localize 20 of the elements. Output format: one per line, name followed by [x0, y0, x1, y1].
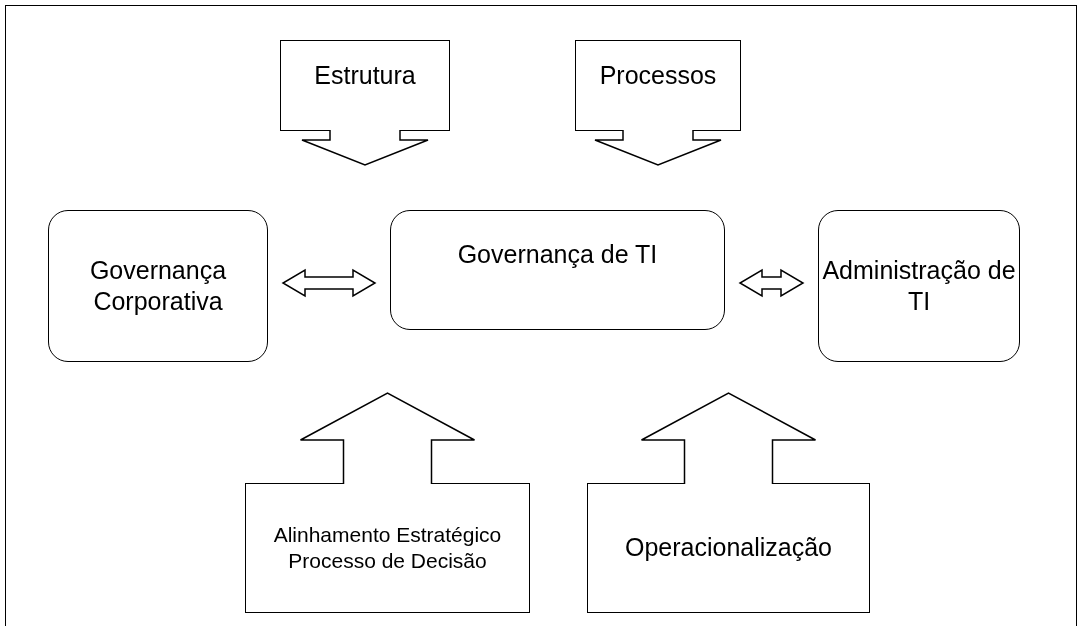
node-label: Administração de TI [821, 254, 1017, 317]
node-label: Governança Corporativa [88, 254, 228, 317]
callout-box [575, 40, 741, 131]
node-label: Operacionalização [624, 532, 833, 564]
block-arrow [301, 129, 429, 166]
rounded-box [818, 210, 1020, 362]
callout-box [587, 483, 870, 613]
block-arrow [738, 268, 805, 298]
rounded-box [48, 210, 268, 362]
callout-box [245, 483, 530, 613]
node-label: Processos [599, 59, 717, 91]
node-label: Alinhamento Estratégico Processo de Decisão [272, 521, 503, 574]
block-arrow [640, 392, 817, 485]
node-label: Governança de TI [457, 239, 658, 271]
block-arrow [594, 129, 722, 166]
node-label: Estrutura [314, 59, 416, 91]
block-arrow [299, 392, 476, 485]
block-arrow [281, 268, 377, 298]
rounded-box [390, 210, 725, 330]
callout-box [280, 40, 450, 131]
